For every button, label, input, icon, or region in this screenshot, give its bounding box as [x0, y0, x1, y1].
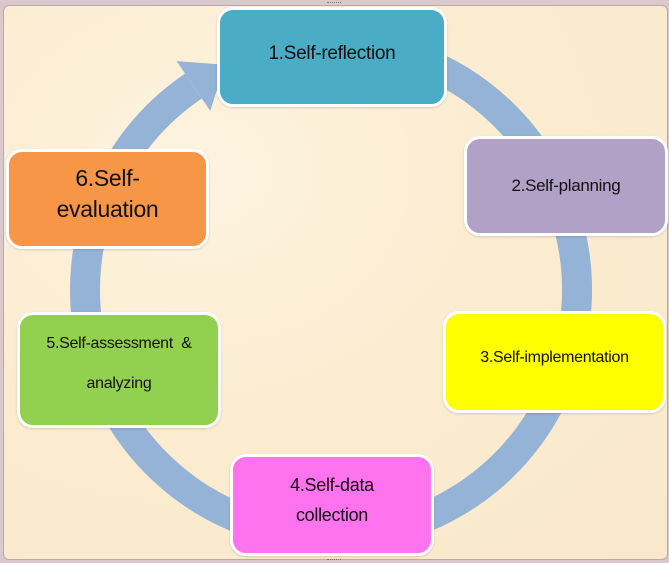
step-label: analyzing	[86, 375, 152, 392]
step-self-implementation[interactable]: 3.Self-implementation	[443, 311, 666, 413]
resize-handle-top[interactable]	[327, 2, 341, 6]
resize-handle-bottom[interactable]	[327, 559, 341, 563]
step-label: 4.Self-data	[290, 475, 374, 495]
step-label: 5.Self-assessment &	[46, 335, 192, 352]
step-self-evaluation[interactable]: 6.Self- evaluation	[6, 149, 209, 249]
step-label: 3.Self-implementation	[480, 349, 629, 366]
step-label: 1.Self-reflection	[268, 43, 396, 64]
step-self-reflection[interactable]: 1.Self-reflection	[217, 7, 447, 107]
step-self-assessment-analyzing[interactable]: 5.Self-assessment & analyzing	[17, 312, 221, 428]
step-label: evaluation	[56, 196, 159, 222]
arrowhead-icon	[176, 61, 225, 111]
step-label: 2.Self-planning	[511, 176, 621, 195]
step-label: collection	[295, 505, 369, 525]
step-self-planning[interactable]: 2.Self-planning	[464, 136, 668, 236]
step-label: 6.Self-	[75, 165, 140, 191]
step-self-data-collection[interactable]: 4.Self-data collection	[230, 454, 434, 556]
